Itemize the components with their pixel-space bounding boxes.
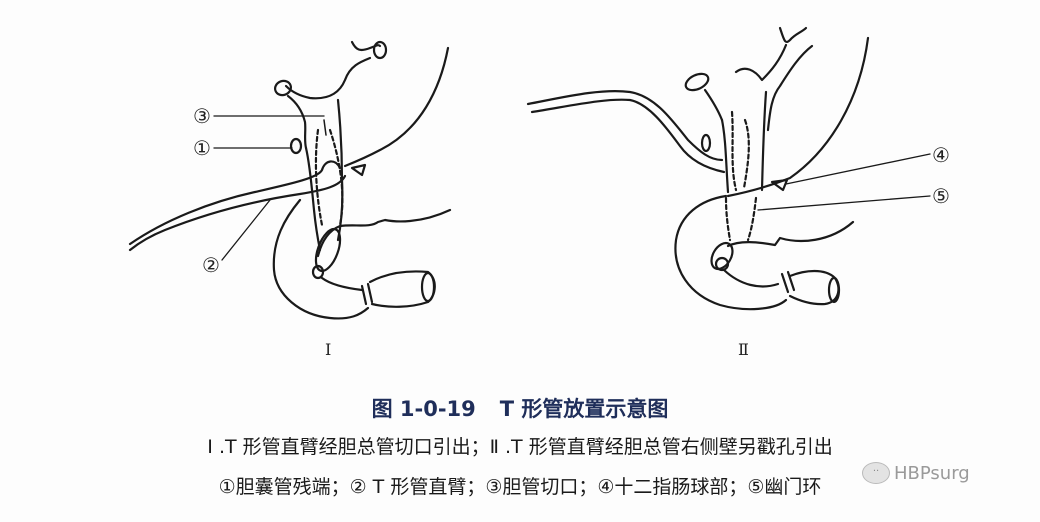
caption-description: Ⅰ .T 形管直臂经胆总管切口引出；Ⅱ .T 形管直臂经胆总管右侧壁另戳孔引出 xyxy=(207,436,833,458)
wechat-logo-icon: ·· xyxy=(862,462,890,484)
watermark: ·· HBPsurg xyxy=(862,462,970,484)
caption-legend: ①胆囊管残端；② T 形管直臂；③胆管切口；④十二指肠球部；⑤幽门环 xyxy=(218,476,822,498)
panel-label-i: I xyxy=(325,340,332,359)
watermark-text: HBPsurg xyxy=(894,462,970,484)
panel-i-drawing xyxy=(128,40,452,320)
callout-1: ① xyxy=(193,136,211,160)
callout-3: ③ xyxy=(193,104,211,128)
figure-diagram: ③ ① ② ④ ⑤ I Ⅱ xyxy=(128,26,950,359)
callout-2: ② xyxy=(202,253,220,277)
figure-number: 图 1-0-19 xyxy=(371,397,476,421)
callout-4: ④ xyxy=(932,143,950,167)
figure-caption-title: 图 1-0-19 T 形管放置示意图 xyxy=(0,393,1040,423)
t-tube-diagram-illustration xyxy=(128,26,931,320)
panel-label-ii: Ⅱ xyxy=(738,340,749,359)
figure-title: T 形管放置示意图 xyxy=(499,397,669,421)
panel-ii-drawing xyxy=(526,26,931,311)
callout-5: ⑤ xyxy=(932,184,950,208)
